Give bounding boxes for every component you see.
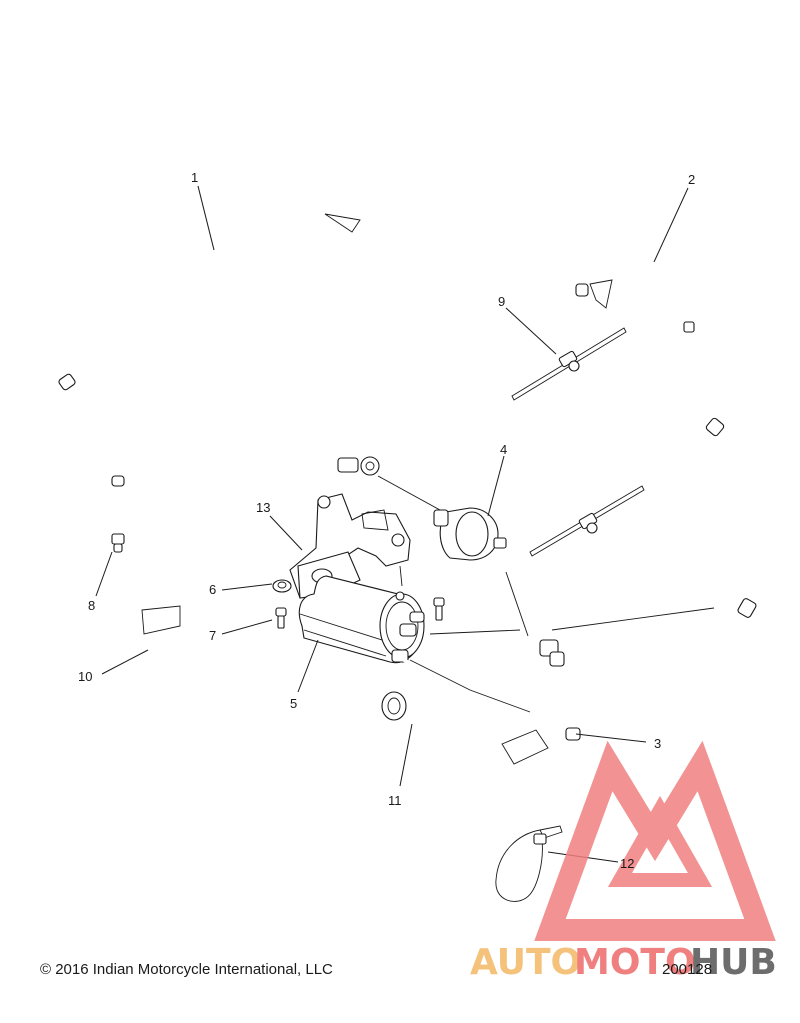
valve-4 xyxy=(433,507,507,561)
watermark-auto: AUTO xyxy=(470,942,581,983)
callout-10: 10 xyxy=(78,669,92,684)
copyright-notice: © 2016 Indian Motorcycle International, … xyxy=(40,961,333,978)
leader-lines xyxy=(95,185,689,863)
callout-5: 5 xyxy=(290,696,297,711)
hose-10 xyxy=(111,475,183,791)
canister-5 xyxy=(298,575,425,664)
hose-11 xyxy=(381,658,481,745)
drawing-number: 200128 xyxy=(662,961,713,978)
hose-1 xyxy=(46,211,380,476)
callout-2: 2 xyxy=(688,172,695,187)
callout-8: 8 xyxy=(88,598,95,613)
callout-numbers: 1 2 3 4 5 6 7 8 9 10 11 12 13 xyxy=(78,170,695,871)
hose-2 xyxy=(571,255,771,618)
cable-tie-12 xyxy=(495,825,563,902)
watermark-logo xyxy=(534,740,776,941)
nut-6 xyxy=(272,579,292,593)
bolt-7 xyxy=(275,607,287,629)
callout-13: 13 xyxy=(256,500,270,515)
watermark-hub: HUB xyxy=(690,942,777,983)
callout-12: 12 xyxy=(620,856,634,871)
bolt-extra xyxy=(433,597,445,621)
clip-9 xyxy=(511,327,627,401)
callout-3: 3 xyxy=(654,736,661,751)
callout-9: 9 xyxy=(498,294,505,309)
fitting-8 xyxy=(111,533,125,553)
connection-lines xyxy=(377,475,715,637)
callout-1: 1 xyxy=(191,170,198,185)
hose-3 xyxy=(409,639,581,765)
watermark-text: AUTO MOTO HUB xyxy=(470,942,777,983)
watermark-moto: MOTO xyxy=(574,942,696,983)
callout-6: 6 xyxy=(209,582,216,597)
callout-11: 11 xyxy=(388,793,402,808)
callout-7: 7 xyxy=(209,628,216,643)
clip-9-secondary xyxy=(529,485,645,557)
callout-4: 4 xyxy=(500,442,507,457)
